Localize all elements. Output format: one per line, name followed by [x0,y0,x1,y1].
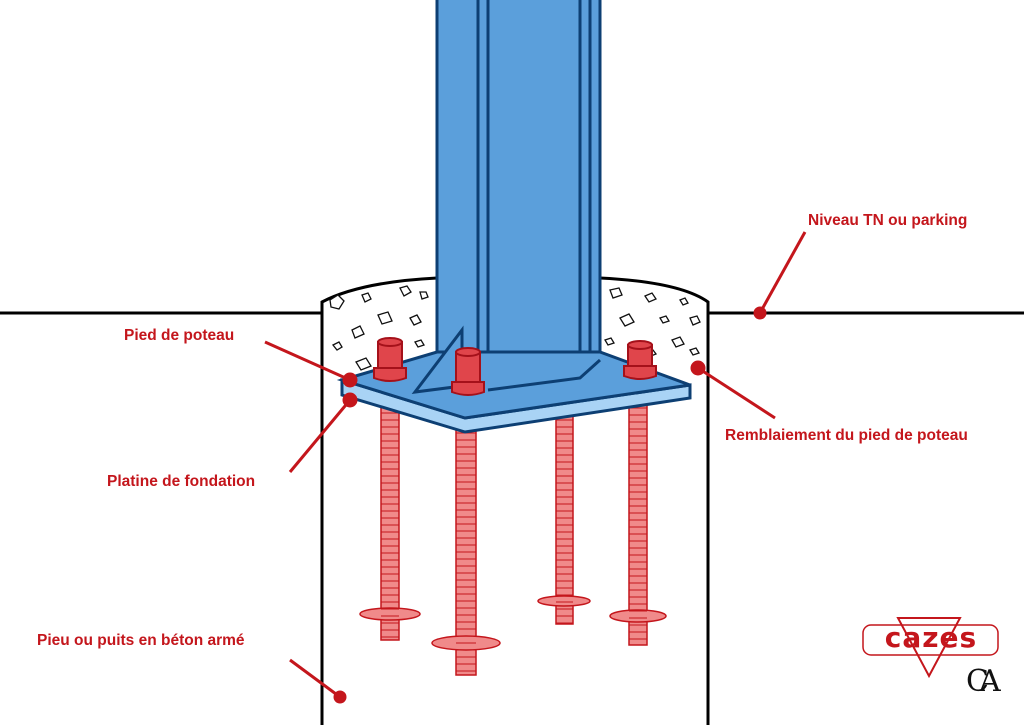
label-column-base: Pied de poteau [124,327,235,344]
label-ground-level: Niveau TN ou parking [808,212,968,229]
steel-column [435,0,602,392]
cazes-logo [862,617,999,679]
label-backfill: Remblaiement du pied de poteau [725,427,968,444]
anchor-nut [623,340,657,380]
anchor-nuts [373,337,657,396]
anchor-nut [451,347,485,396]
label-base-plate: Platine de fondation [107,473,256,490]
backfill-aggregate [329,285,701,371]
leader-lines [264,231,807,704]
rod-threads [381,400,647,672]
logo-brand-text: cazes [884,621,978,654]
anchor-nut [373,337,407,382]
logo-monogram: CA [966,664,1000,699]
label-pile: Pieu ou puits en béton armé [37,632,245,649]
